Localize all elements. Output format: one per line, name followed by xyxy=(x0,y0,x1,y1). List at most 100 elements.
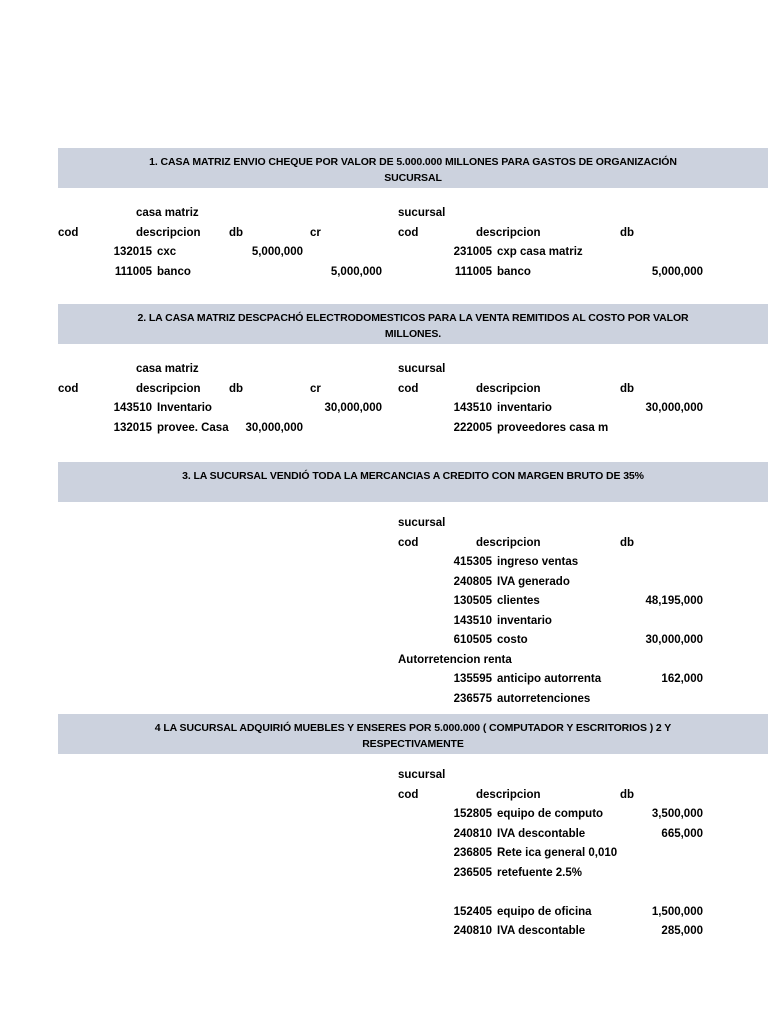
table-row: 132015 cxc 5,000,000 xyxy=(58,243,382,263)
section-heading-1-line2: SUCURSAL xyxy=(384,172,442,184)
column-header-row: cod descripcion db cr xyxy=(58,380,382,400)
table-row: 236575 autorretenciones xyxy=(398,690,768,710)
cell-descripcion: autorretenciones xyxy=(497,692,591,705)
cell-cod: 231005 xyxy=(453,246,492,258)
cell-descripcion: banco xyxy=(497,265,531,278)
table-row: 135595 anticipo autorrenta 162,000 xyxy=(398,670,768,690)
header-cod: cod xyxy=(398,382,419,395)
header-db: db xyxy=(229,382,244,395)
cell-cod: 143510 xyxy=(113,402,152,414)
cell-cod: 143510 xyxy=(453,402,492,414)
entity-label: sucursal xyxy=(398,207,446,219)
group-row: Autorretencion renta xyxy=(398,651,768,671)
cell-cod: 111005 xyxy=(114,265,152,278)
entity-label: sucursal xyxy=(398,363,446,375)
cell-db: 162,000 xyxy=(661,673,703,685)
entity-row: sucursal xyxy=(398,766,768,786)
table-row: 143510 inventario 30,000,000 xyxy=(398,399,768,419)
table-row: 132015 provee. Casa 30,000,000 xyxy=(58,419,382,439)
column-header-row: cod descripcion db cr xyxy=(58,224,382,244)
section-heading-3-line1: 3. LA SUCURSAL VENDIÓ TODA LA MERCANCIAS… xyxy=(182,470,644,482)
cell-db: 5,000,000 xyxy=(251,246,303,258)
cell-descripcion: proveedores casa m xyxy=(497,421,609,434)
section-heading-2-line1: 2. LA CASA MATRIZ DESCPACHÓ ELECTRODOMES… xyxy=(137,312,689,324)
table-row: 111005 banco 5,000,000 xyxy=(58,263,382,283)
cell-cod: 236505 xyxy=(453,866,492,879)
header-cod: cod xyxy=(58,226,79,239)
column-header-row: cod descripcion db xyxy=(398,786,768,806)
entity-label: casa matriz xyxy=(136,207,199,219)
header-descripcion: descripcion xyxy=(136,382,201,395)
table-row: 236805 Rete ica general 0,010 xyxy=(398,844,768,864)
cell-cod: 152805 xyxy=(453,808,492,820)
cell-cod: 415305 xyxy=(453,556,492,568)
header-descripcion: descripcion xyxy=(476,226,541,239)
table-row: 231005 cxp casa matriz xyxy=(398,243,768,263)
header-cod: cod xyxy=(398,226,419,239)
cell-descripcion: banco xyxy=(157,265,191,278)
cell-descripcion: inventario xyxy=(497,614,552,627)
table-row: 143510 inventario xyxy=(398,612,768,632)
cell-cod: 222005 xyxy=(453,421,492,434)
table-row: 152805 equipo de computo 3,500,000 xyxy=(398,805,768,825)
cell-cr: 5,000,000 xyxy=(330,265,382,278)
cell-cod: 132015 xyxy=(113,421,152,434)
journal-block-1-sucursal: sucursal cod descripcion db 231005 cxp c… xyxy=(398,204,768,282)
header-cod: cod xyxy=(58,382,79,395)
table-row: 610505 costo 30,000,000 xyxy=(398,631,768,651)
cell-cod: 240810 xyxy=(453,827,492,840)
cell-descripcion: anticipo autorrenta xyxy=(497,673,602,685)
table-row: 222005 proveedores casa m xyxy=(398,419,768,439)
section-heading-4-line1: 4 LA SUCURSAL ADQUIRIÓ MUEBLES Y ENSERES… xyxy=(154,722,672,734)
cell-cod: 610505 xyxy=(453,634,492,646)
entity-row: casa matriz xyxy=(58,204,382,224)
cell-db: 48,195,000 xyxy=(645,595,703,607)
header-descripcion: descripcion xyxy=(476,536,541,549)
section-heading-2-line2: MILLONES. xyxy=(384,328,442,340)
cell-cod: 240805 xyxy=(453,575,492,588)
cell-descripcion: retefuente 2.5% xyxy=(497,866,583,879)
header-db: db xyxy=(620,226,635,239)
cell-db: 1,500,000 xyxy=(651,905,703,918)
cell-db: 3,500,000 xyxy=(651,808,703,820)
cell-descripcion: IVA descontable xyxy=(497,925,586,937)
header-db: db xyxy=(229,226,244,239)
entity-row: sucursal xyxy=(398,514,768,534)
header-cr: cr xyxy=(310,382,321,395)
header-db: db xyxy=(620,536,635,549)
table-row: 240805 IVA generado xyxy=(398,573,768,593)
column-header-row: cod descripcion db xyxy=(398,224,768,244)
entity-label: casa matriz xyxy=(136,363,199,375)
table-row: 236505 retefuente 2.5% xyxy=(398,864,768,884)
entity-row: sucursal xyxy=(398,360,768,380)
cell-cod: 143510 xyxy=(453,614,492,627)
cell-cod: 236805 xyxy=(453,847,492,859)
cell-cod: 135595 xyxy=(453,673,492,685)
cell-cod: 111005 xyxy=(454,265,492,278)
cell-descripcion: costo xyxy=(497,634,528,646)
entity-label: sucursal xyxy=(398,769,446,781)
group-label: Autorretencion renta xyxy=(398,653,512,666)
header-descripcion: descripcion xyxy=(136,226,201,239)
cell-descripcion: cxp casa matriz xyxy=(497,246,583,258)
header-cr: cr xyxy=(310,226,321,239)
column-header-row: cod descripcion db xyxy=(398,380,768,400)
cell-db: 665,000 xyxy=(661,827,703,840)
cell-descripcion: IVA descontable xyxy=(497,827,586,840)
entity-label: sucursal xyxy=(398,517,446,529)
header-descripcion: descripcion xyxy=(476,382,541,395)
spacer-row xyxy=(398,883,768,903)
cell-db: 30,000,000 xyxy=(645,634,703,646)
table-row: 240810 IVA descontable 665,000 xyxy=(398,825,768,845)
table-row: 143510 Inventario 30,000,000 xyxy=(58,399,382,419)
cell-cod: 236575 xyxy=(453,692,492,705)
journal-block-3-sucursal: sucursal cod descripcion db 415305 ingre… xyxy=(398,514,768,709)
header-cod: cod xyxy=(398,536,419,549)
section-heading-1-line1: 1. CASA MATRIZ ENVIO CHEQUE POR VALOR DE… xyxy=(149,156,677,168)
section-heading-3: 3. LA SUCURSAL VENDIÓ TODA LA MERCANCIAS… xyxy=(58,462,768,502)
cell-cr: 30,000,000 xyxy=(324,402,382,414)
table-row: 111005 banco 5,000,000 xyxy=(398,263,768,283)
header-db: db xyxy=(620,788,635,801)
table-row: 415305 ingreso ventas xyxy=(398,553,768,573)
cell-cod: 152405 xyxy=(453,905,492,918)
